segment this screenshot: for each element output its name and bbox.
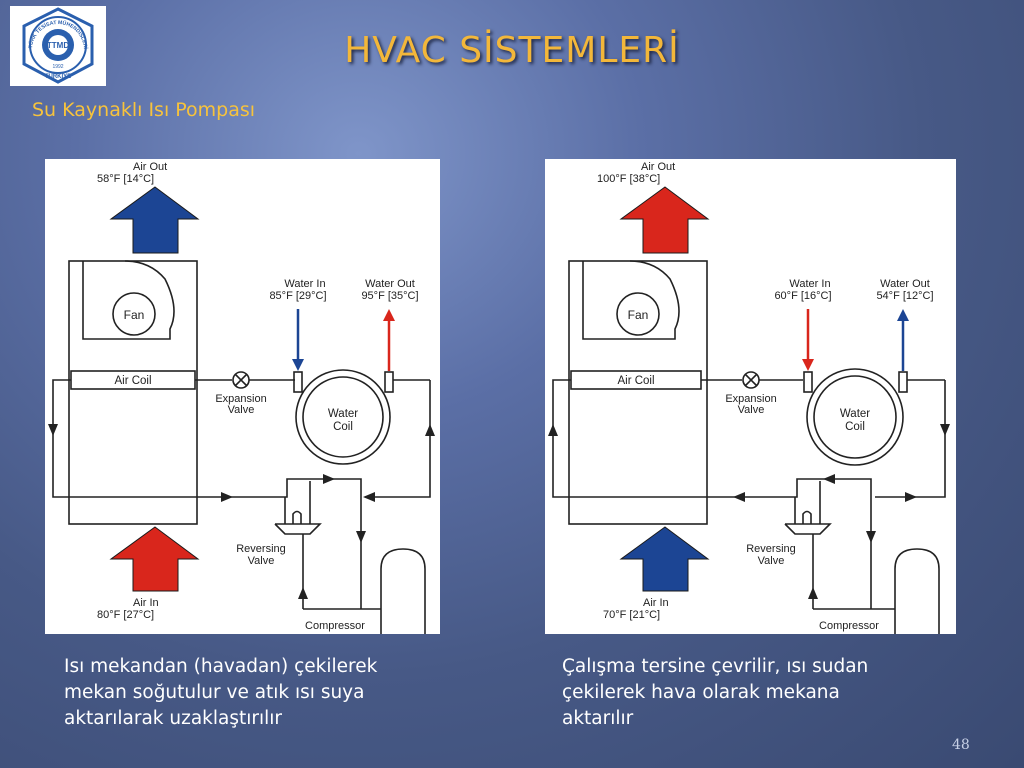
- logo-country: TÜRKİYE: [45, 73, 71, 80]
- fan-label: Fan: [628, 308, 649, 322]
- air-coil-label: Air Coil: [617, 375, 654, 387]
- water-in-label: Water In: [284, 278, 325, 290]
- water-out-temp: 54°F [12°C]: [876, 290, 933, 302]
- page-number: 48: [952, 737, 970, 753]
- compressor: [894, 548, 940, 634]
- fan-circle: [112, 292, 156, 336]
- water-coil-label-1: Water: [840, 408, 870, 420]
- air-out-label: Air Out: [641, 161, 675, 173]
- logo-year: 1992: [52, 64, 63, 70]
- reversing-valve-label-1: Reversing: [236, 543, 286, 555]
- reversing-valve: [784, 523, 832, 535]
- water-coil-label-1: Water: [328, 408, 358, 420]
- water-coil-outer: [295, 369, 391, 465]
- heating-mode-diagram: Air Out 100°F [38°C] Fan Air Coil Expans…: [545, 159, 956, 634]
- water-in-label: Water In: [789, 278, 830, 290]
- air-in-label: Air In: [133, 597, 159, 609]
- air-coil-label: Air Coil: [114, 375, 151, 387]
- air-in-big-arrow: [109, 526, 200, 592]
- caption-line: aktarılır: [562, 708, 634, 729]
- air-out-temp: 100°F [38°C]: [597, 173, 660, 185]
- reversing-valve-label-1: Reversing: [746, 543, 796, 555]
- heating-mode-caption: Çalışma tersine çevrilir, ısı sudan çeki…: [562, 654, 952, 732]
- air-in-temp: 70°F [21°C]: [603, 609, 660, 621]
- slide-title: HVAC SİSTEMLERİ: [344, 30, 680, 71]
- water-out-temp: 95°F [35°C]: [361, 290, 418, 302]
- water-in-temp: 85°F [29°C]: [269, 290, 326, 302]
- water-out-label: Water Out: [880, 278, 930, 290]
- logo-center-text: TTMD: [47, 41, 69, 50]
- water-out-label: Water Out: [365, 278, 415, 290]
- air-out-temp: 58°F [14°C]: [97, 173, 154, 185]
- air-in-temp: 80°F [27°C]: [97, 609, 154, 621]
- reversing-valve-label-2: Valve: [758, 555, 785, 567]
- reversing-valve-label-2: Valve: [248, 555, 275, 567]
- fan-housing: [582, 260, 680, 340]
- expansion-valve-label-1: Expansion: [725, 393, 776, 405]
- expansion-valve-label-1: Expansion: [215, 393, 266, 405]
- fan-circle: [616, 292, 660, 336]
- compressor: [380, 548, 426, 634]
- cooling-mode-caption: Isı mekandan (havadan) çekilerek mekan s…: [64, 654, 454, 732]
- fan-label: Fan: [124, 308, 145, 322]
- air-out-big-arrow: [619, 186, 710, 254]
- caption-line: çekilerek hava olarak mekana: [562, 682, 840, 703]
- water-in-temp: 60°F [16°C]: [774, 290, 831, 302]
- ttmd-logo: TTMD 1992 TÜRKİYE TÜRK TESİSAT MÜHENDİSL…: [8, 0, 106, 86]
- reversing-valve: [274, 523, 322, 535]
- cooling-mode-diagram: Air Out 58°F [14°C] Fan Air Coil Expansi…: [45, 159, 440, 634]
- water-coil-outer: [806, 368, 904, 466]
- compressor-label: Compressor: [819, 620, 879, 632]
- unit-cabinet: [568, 260, 708, 525]
- air-in-big-arrow: [619, 526, 710, 592]
- caption-line: Çalışma tersine çevrilir, ısı sudan: [562, 656, 869, 677]
- water-coil-label-2: Coil: [333, 421, 353, 433]
- water-coil-label-2: Coil: [845, 421, 865, 433]
- expansion-valve-label-2: Valve: [228, 404, 255, 416]
- air-out-big-arrow: [109, 186, 200, 254]
- fan-housing: [82, 260, 175, 340]
- expansion-valve-label-2: Valve: [738, 404, 765, 416]
- slide-subtitle: Su Kaynaklı Isı Pompası: [32, 99, 256, 121]
- caption-line: Isı mekandan (havadan) çekilerek: [64, 656, 378, 677]
- unit-cabinet: [68, 260, 198, 525]
- air-out-label: Air Out: [133, 161, 167, 173]
- compressor-label: Compressor: [305, 620, 365, 632]
- caption-line: mekan soğutulur ve atık ısı suya: [64, 682, 365, 703]
- caption-line: aktarılarak uzaklaştırılır: [64, 708, 283, 729]
- air-in-label: Air In: [643, 597, 669, 609]
